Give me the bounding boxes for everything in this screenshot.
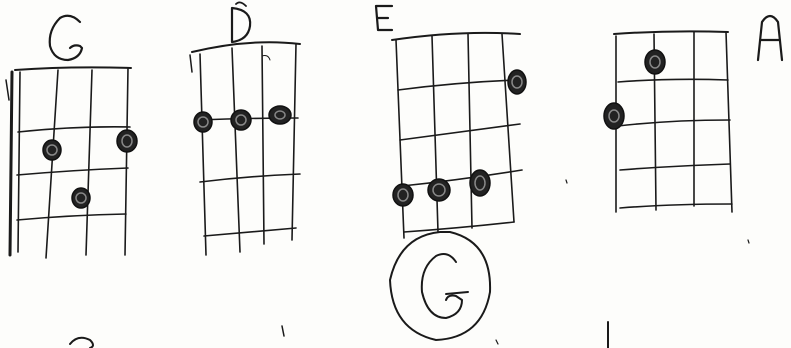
chord-g-diagram	[5, 66, 138, 259]
finger-dot	[193, 111, 213, 133]
chord-a-diagram	[603, 30, 733, 213]
finger-dot	[71, 187, 91, 209]
finger-dot	[469, 169, 491, 197]
finger-dot	[427, 178, 451, 202]
finger-dot	[603, 102, 625, 130]
finger-dot	[116, 129, 138, 153]
chord-name-a: A	[760, 3, 761, 6]
chord-label-e: E	[374, 4, 394, 32]
finger-dot	[644, 49, 666, 75]
circled-g-label: G	[389, 4, 492, 341]
stray-marks	[69, 179, 750, 348]
chord-e-diagram	[391, 31, 527, 239]
chord-name-d: D	[230, 4, 231, 6]
chord-label-g: G	[48, 4, 84, 62]
finger-dot	[392, 183, 414, 207]
finger-dot	[268, 105, 292, 125]
finger-dot	[230, 109, 252, 131]
circled-chord-name: G	[440, 4, 441, 6]
chord-label-d: D	[230, 1, 252, 44]
finger-dot	[42, 139, 62, 161]
finger-dot	[507, 69, 527, 95]
chord-name-g: G	[65, 4, 66, 6]
chord-d-diagram	[189, 41, 301, 256]
chord-label-a: A	[756, 3, 784, 62]
